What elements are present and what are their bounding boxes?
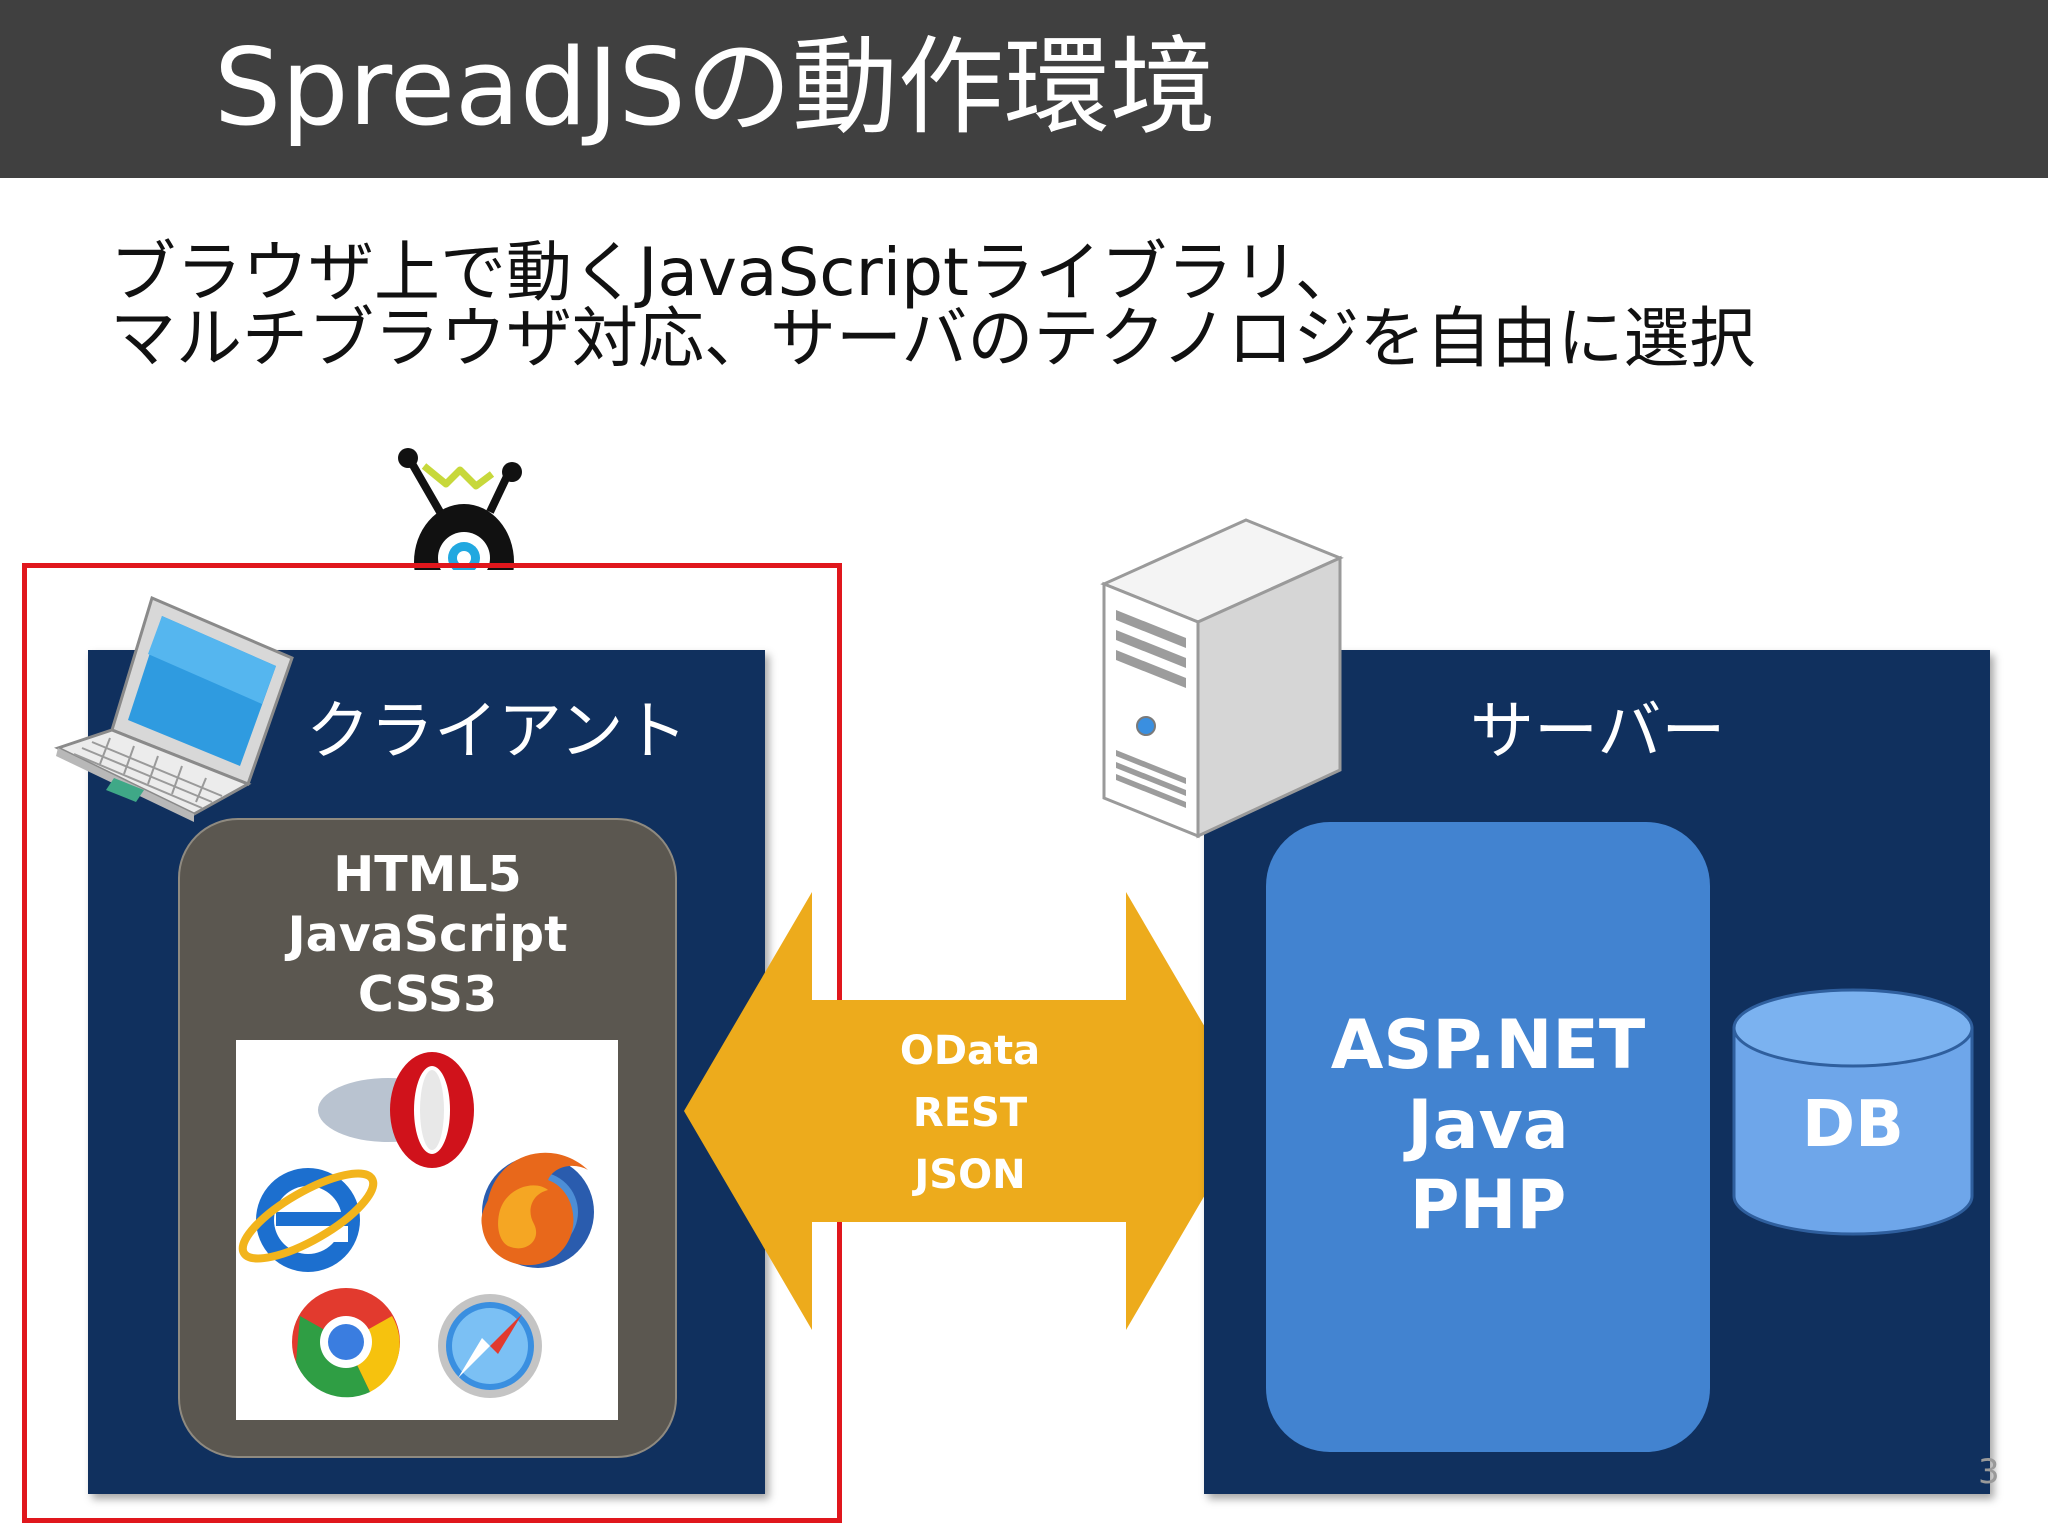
protocol-json: JSON (914, 1152, 1026, 1198)
protocol-rest: REST (912, 1090, 1028, 1136)
platform-java: Java (1407, 1086, 1569, 1165)
tech-javascript: JavaScript (287, 906, 568, 963)
db-label: DB (1802, 1088, 1904, 1162)
server-label: サーバー (1470, 695, 1726, 769)
internet-explorer-icon (238, 1168, 378, 1272)
browser-logos (238, 1052, 594, 1398)
chrome-icon (292, 1288, 400, 1398)
server-platform-box (1266, 822, 1710, 1452)
database-icon (1732, 988, 1974, 1236)
platform-aspnet: ASP.NET (1330, 1006, 1646, 1085)
firefox-icon (481, 1152, 594, 1268)
slide-title: SpreadJSの動作環境 (214, 26, 1216, 149)
tech-html5: HTML5 (333, 846, 522, 903)
opera-icon (318, 1052, 474, 1168)
title-bar (0, 0, 2048, 178)
protocol-odata: OData (899, 1028, 1041, 1074)
browser-icons-panel (236, 1040, 618, 1420)
page-number: 3 (1978, 1452, 2000, 1492)
platform-php: PHP (1409, 1166, 1567, 1245)
client-label: クライアント (306, 695, 688, 769)
subtitle-line-1: ブラウザ上で動くJavaScriptライブラリ、 (110, 234, 1361, 311)
safari-icon (438, 1294, 542, 1398)
subtitle-line-2: マルチブラウザ対応、サーバのテクノロジを自由に選択 (110, 300, 1756, 377)
tech-css3: CSS3 (357, 966, 498, 1023)
double-arrow (684, 892, 1254, 1330)
laptop-icon (54, 595, 294, 822)
server-icon (1100, 518, 1344, 839)
mascot-icon (398, 448, 522, 570)
